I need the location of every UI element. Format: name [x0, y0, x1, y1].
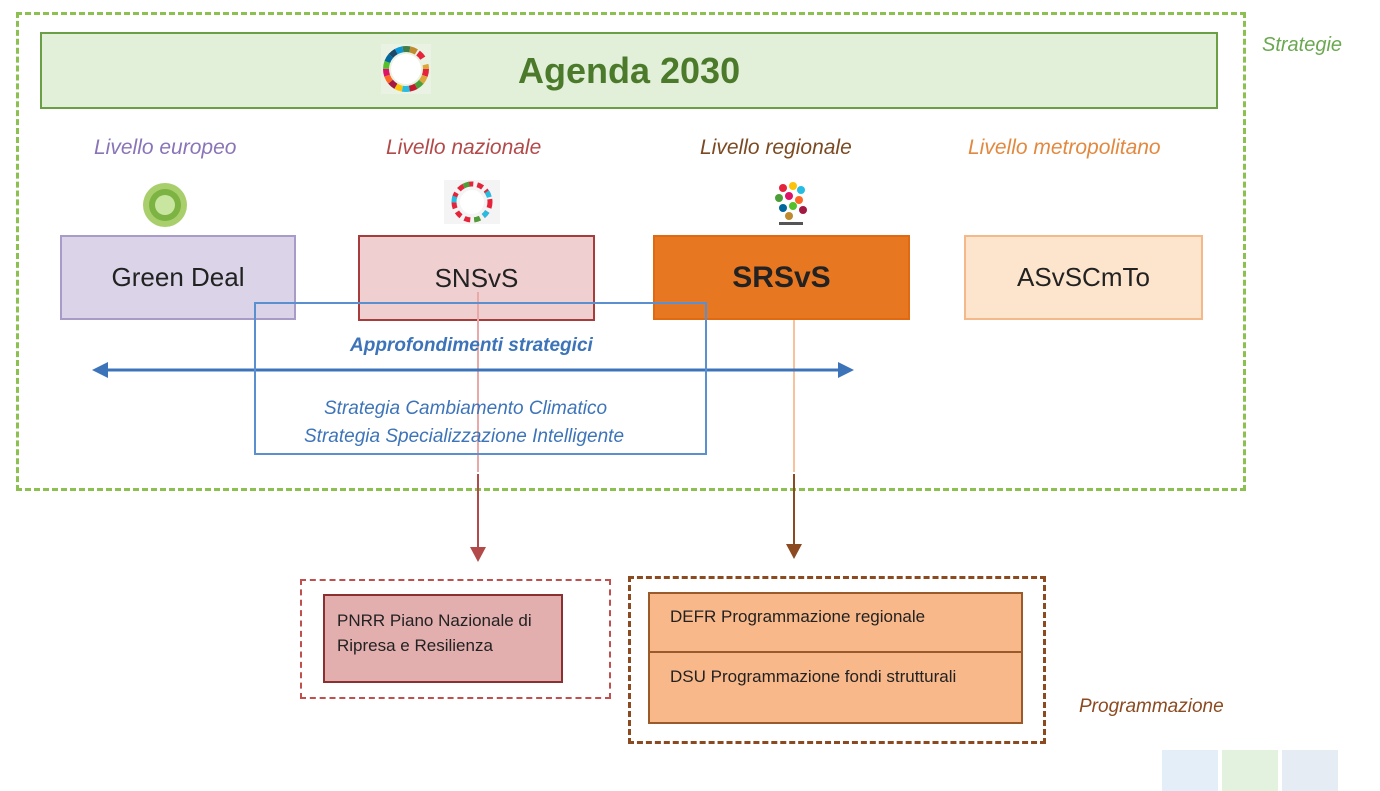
arrow-right-head	[838, 362, 854, 378]
piemonte-logo-icon	[771, 180, 811, 228]
decorative-block	[1222, 750, 1278, 791]
srsvs-box: SRSvS	[653, 235, 910, 320]
defr-arrow-head	[786, 544, 802, 559]
defr-dsu-divider	[648, 651, 1023, 653]
programmazione-label: Programmazione	[1079, 696, 1224, 717]
decorative-block	[1282, 750, 1338, 791]
decorative-block	[1162, 750, 1218, 791]
defr-label: DEFR Programmazione regionale	[670, 607, 926, 626]
asvscmto-box: ASvSCmTo	[964, 235, 1203, 320]
level-label-metropolitan: Livello metropolitano	[968, 136, 1161, 159]
level-label-european: Livello europeo	[94, 136, 237, 159]
pnrr-box: PNRR Piano Nazionale di Ripresa e Resili…	[323, 594, 563, 683]
snsvs-logo-icon	[444, 180, 500, 224]
green-deal-box: Green Deal	[60, 235, 296, 320]
arrow-left-head	[92, 362, 108, 378]
approfondimenti-item: Strategia Specializzazione Intelligente	[304, 426, 625, 447]
pnrr-line-2: Ripresa e Resilienza	[337, 636, 493, 655]
pnrr-arrow-head	[470, 547, 486, 562]
defr-dsu-box	[648, 592, 1023, 724]
snsvs-box: SNSvS	[358, 235, 595, 321]
approfondimenti-title: Approfondimenti strategici	[350, 335, 593, 356]
agenda-2030-banner	[40, 32, 1218, 109]
green-deal-logo-icon	[140, 180, 190, 230]
agenda-title: Agenda 2030	[518, 50, 741, 91]
programmazione-regional-frame	[628, 576, 1046, 744]
strategie-label: Strategie	[1262, 34, 1343, 56]
approfondimenti-box	[254, 302, 707, 455]
level-label-regional: Livello regionale	[700, 136, 852, 159]
programmazione-national-frame	[300, 579, 611, 699]
pnrr-line-1: PNRR Piano Nazionale di	[337, 611, 532, 630]
sdg-wheel-icon	[381, 44, 431, 94]
strategie-frame	[16, 12, 1246, 491]
level-label-national: Livello nazionale	[386, 136, 542, 159]
approfondimenti-item: Strategia Cambiamento Climatico	[324, 398, 608, 419]
dsu-label: DSU Programmazione fondi strutturali	[670, 667, 957, 686]
